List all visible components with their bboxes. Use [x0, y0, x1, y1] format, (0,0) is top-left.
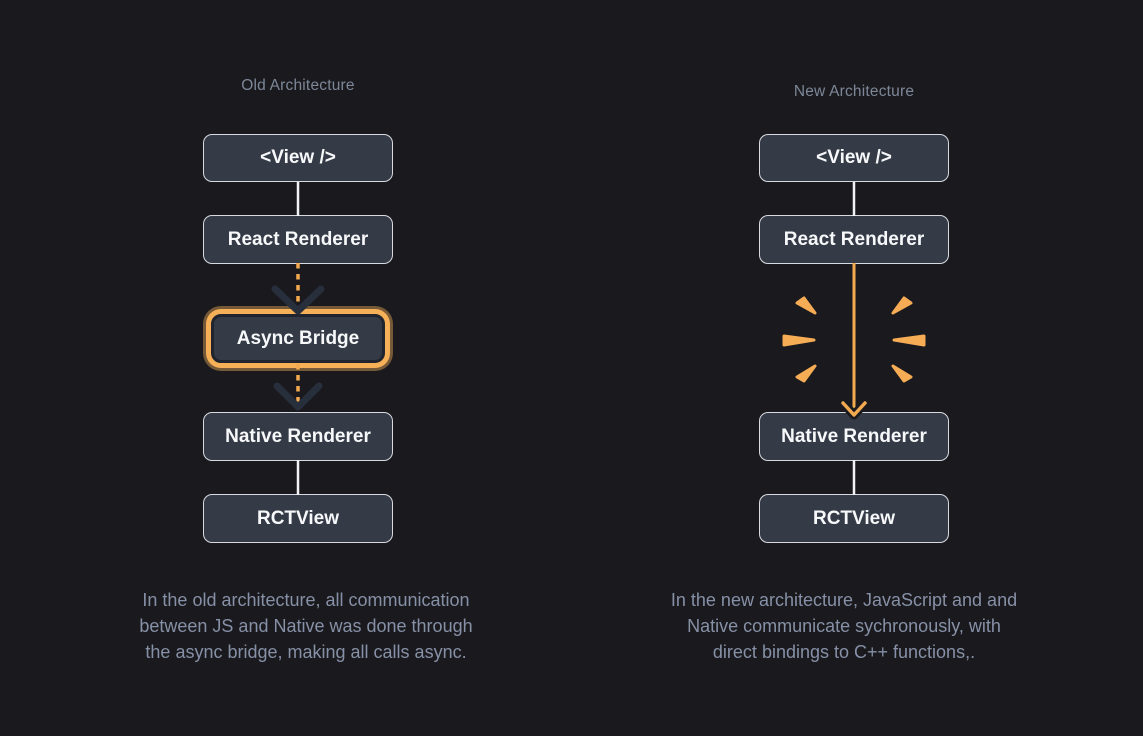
- new-react-renderer-node: React Renderer: [759, 215, 949, 264]
- old-native-renderer-node: Native Renderer: [203, 412, 393, 461]
- old-rctview-node: RCTView: [203, 494, 393, 543]
- sync-burst-left-icon: [782, 296, 817, 383]
- old-react-renderer-node: React Renderer: [203, 215, 393, 264]
- new-view-node: <View />: [759, 134, 949, 182]
- new-architecture-caption: In the new architecture, JavaScript and …: [624, 587, 1064, 665]
- old-architecture-title: Old Architecture: [241, 77, 355, 94]
- old-async-bridge-node: Async Bridge: [211, 314, 385, 363]
- new-caption-line-2: Native communicate sychronously, with: [687, 616, 1001, 636]
- old-caption-line-2: between JS and Native was done through: [139, 616, 473, 636]
- old-caption-line-1: In the old architecture, all communicati…: [142, 590, 470, 610]
- new-caption-line-3: direct bindings to C++ functions,.: [712, 642, 976, 662]
- sync-burst-right-icon: [891, 296, 926, 383]
- new-caption-line-1: In the new architecture, JavaScript and …: [670, 590, 1018, 610]
- new-rctview-node: RCTView: [759, 494, 949, 543]
- old-async-arrowhead-2-icon: [273, 382, 323, 411]
- new-native-renderer-node: Native Renderer: [759, 412, 949, 461]
- old-view-node: <View />: [203, 134, 393, 182]
- old-caption-line-3: the async bridge, making all calls async…: [145, 642, 467, 662]
- old-async-arrowhead-icon: [271, 285, 325, 315]
- old-architecture-caption: In the old architecture, all communicati…: [86, 587, 526, 665]
- new-architecture-title: New Architecture: [793, 83, 915, 100]
